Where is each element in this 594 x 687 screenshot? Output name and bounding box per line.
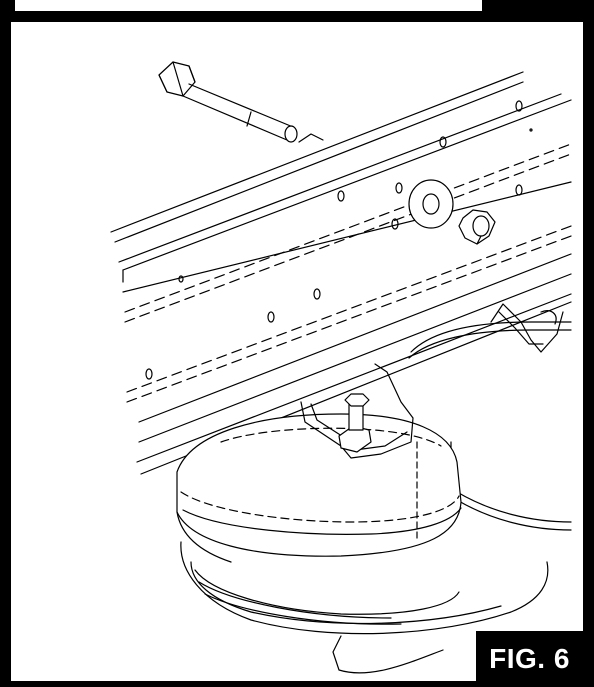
bracket-icon [301, 364, 413, 458]
header-rule [15, 11, 482, 14]
air-spring-front-icon [177, 414, 461, 562]
figure-label: FIG. 6 [476, 631, 583, 687]
nut-icon [459, 210, 495, 244]
assembly-drawing [11, 22, 583, 681]
plate-icon [181, 542, 548, 673]
air-spring-rear-icon [409, 304, 571, 530]
washer-icon [409, 180, 453, 228]
frame-rail-icon [111, 72, 571, 474]
bolt-icon [159, 62, 323, 142]
header-tab [15, 0, 482, 11]
